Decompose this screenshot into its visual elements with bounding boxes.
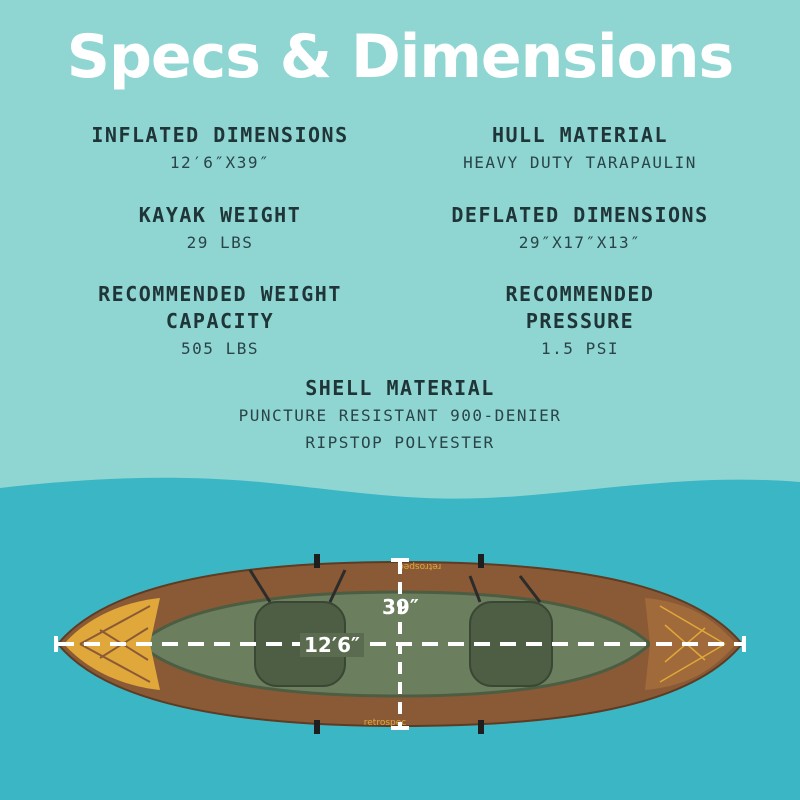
spec-value: 29″X17″X13″	[518, 233, 642, 252]
spec-label: CAPACITY	[165, 309, 275, 333]
spec-value: 29 LBS	[186, 233, 254, 252]
spec-kayak-weight: KAYAK WEIGHT 29 LBS	[60, 202, 380, 256]
spec-value: 12′6″X39″	[169, 153, 271, 172]
spec-label: RECOMMENDED WEIGHT	[98, 282, 342, 306]
spec-label: HULL MATERIAL	[491, 123, 669, 147]
spec-recommended-weight-capacity: RECOMMENDED WEIGHT CAPACITY 505 LBS	[60, 281, 380, 362]
brand-text-bottom: retrospec	[364, 718, 407, 728]
spec-label: KAYAK WEIGHT	[138, 203, 302, 227]
length-dimension-label: 12′6″	[300, 633, 364, 657]
spec-label: RECOMMENDED	[505, 282, 655, 306]
spec-label: SHELL MATERIAL	[305, 376, 495, 400]
spec-value: 505 LBS	[181, 339, 259, 358]
spec-label: DEFLATED DIMENSIONS	[451, 203, 709, 227]
spec-label: INFLATED DIMENSIONS	[91, 123, 349, 147]
spec-shell-material: SHELL MATERIAL PUNCTURE RESISTANT 900-DE…	[150, 375, 650, 456]
spec-label: PRESSURE	[525, 309, 635, 333]
brand-text-top: retrospec	[399, 561, 442, 571]
width-dimension-label: 39″	[382, 595, 419, 619]
spec-recommended-pressure: RECOMMENDED PRESSURE 1.5 PSI	[420, 281, 740, 362]
spec-value: 1.5 PSI	[541, 339, 619, 358]
page-title: Specs & Dimensions	[66, 22, 734, 92]
kayak-illustration: retrospec retrospec	[54, 554, 746, 734]
spec-value: RIPSTOP POLYESTER	[305, 433, 495, 452]
spec-value: HEAVY DUTY TARAPAULIN	[463, 153, 697, 172]
spec-deflated-dimensions: DEFLATED DIMENSIONS 29″X17″X13″	[420, 202, 740, 256]
spec-inflated-dimensions: INFLATED DIMENSIONS 12′6″X39″	[60, 122, 380, 176]
spec-hull-material: HULL MATERIAL HEAVY DUTY TARAPAULIN	[420, 122, 740, 176]
spec-value: PUNCTURE RESISTANT 900-DENIER	[238, 406, 562, 425]
